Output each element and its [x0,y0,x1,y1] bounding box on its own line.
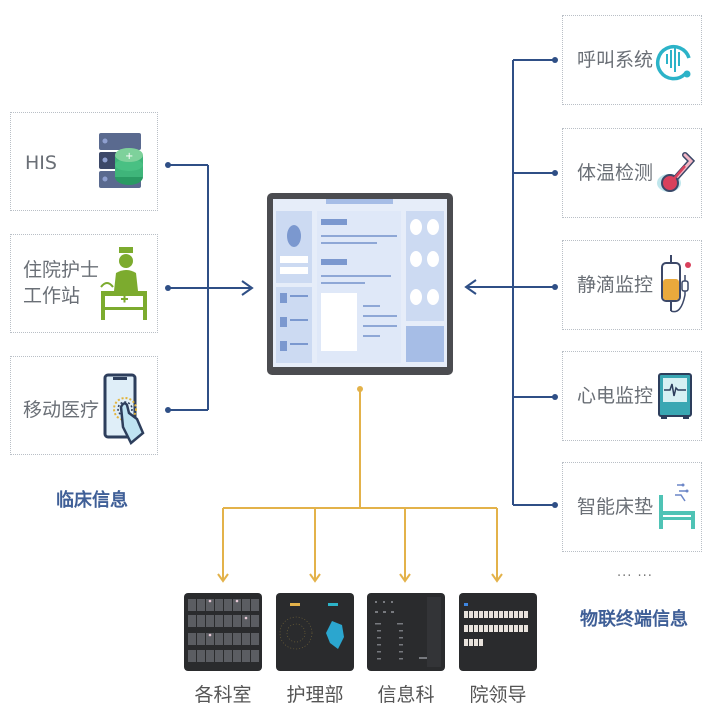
clinical-section-title: 临床信息 [56,490,128,511]
output-label-departments: 各科室 [194,684,252,706]
mobile-touch-icon [103,373,145,445]
item-label: 心电监控 [577,385,654,407]
iot-section-title: 物联终端信息 [580,609,688,630]
iot-item-smart-mattress[interactable]: 智能床垫 [562,462,702,552]
voice-call-icon [655,44,691,81]
output-label-leadership: 院领导 [469,684,527,706]
database-server-icon: + [99,133,143,188]
clinical-item-his[interactable]: HIS + [10,112,158,211]
iot-item-ecg[interactable]: 心电监控 [562,351,702,441]
item-label: 呼叫系统 [577,49,654,71]
svg-text:+: + [125,151,133,162]
dashboard-monitor-icon [267,193,453,375]
item-label: 智能床垫 [577,496,654,518]
connector-dot [165,285,171,291]
iot-item-iv-drip[interactable]: 静滴监控 [562,240,702,330]
info-table-screen[interactable] [367,593,445,671]
smart-bed-icon [659,483,695,529]
more-ellipsis: ... ... [617,565,653,580]
connector-dot [165,407,171,413]
clinical-item-mobile[interactable]: 移动医疗 [10,356,158,455]
clinical-item-nurse-station[interactable]: 住院护士 工作站 [10,234,158,333]
nursing-radar-screen[interactable] [276,593,354,671]
iv-drip-icon [661,255,691,313]
department-grid-screen[interactable] [184,593,262,671]
item-label: 移动医疗 [23,399,100,421]
connector-dot [165,162,171,168]
leadership-cards-screen[interactable] [459,593,537,671]
thermometer-icon [657,152,695,192]
output-label-nursing: 护理部 [286,684,344,706]
iot-item-call-system[interactable]: 呼叫系统 [562,15,702,105]
item-label-line1: 住院护士 [23,259,100,281]
item-label: 静滴监控 [577,274,654,296]
item-label-line2: 工作站 [23,285,81,307]
output-label-info-dept: 信息科 [377,684,435,706]
item-label: HIS [25,152,57,174]
item-label: 体温检测 [577,162,654,184]
nurse-station-icon [100,247,147,320]
ecg-monitor-icon [658,373,692,419]
iot-item-temperature[interactable]: 体温检测 [562,128,702,218]
